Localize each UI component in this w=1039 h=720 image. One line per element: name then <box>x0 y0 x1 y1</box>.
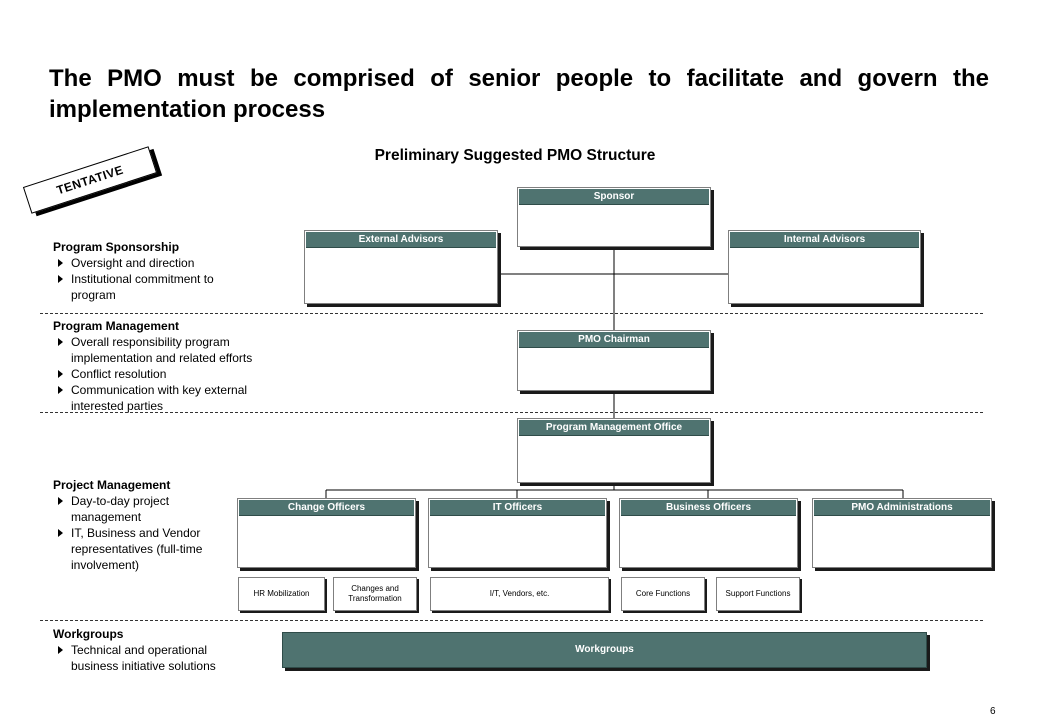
support-functions-box: Support Functions <box>716 577 800 611</box>
it-officers-box: IT Officers <box>428 498 607 568</box>
section-program-sponsorship: Program Sponsorship Oversight and direct… <box>53 239 228 303</box>
section-divider <box>40 313 983 314</box>
hr-mobilization-box: HR Mobilization <box>238 577 325 611</box>
box-label: PMO Chairman <box>519 332 709 348</box>
program-management-office-box: Program Management Office <box>517 418 711 483</box>
it-vendors-box: I/T, Vendors, etc. <box>430 577 609 611</box>
section-bullet: Oversight and direction <box>53 255 228 271</box>
box-label: IT Officers <box>430 500 605 516</box>
box-label: Program Management Office <box>519 420 709 436</box>
section-workgroups: Workgroups Technical and operational bus… <box>53 626 248 674</box>
section-divider <box>40 412 983 413</box>
section-bullet: Overall responsibility program implement… <box>53 334 283 366</box>
change-officers-box: Change Officers <box>237 498 416 568</box>
section-heading: Program Sponsorship <box>53 240 180 254</box>
box-label: Change Officers <box>239 500 414 516</box>
section-bullet: Institutional commitment to program <box>53 271 228 303</box>
section-bullet: Technical and operational business initi… <box>53 642 248 674</box>
section-divider <box>40 620 983 621</box>
chart-title: Preliminary Suggested PMO Structure <box>374 147 656 164</box>
section-bullet: IT, Business and Vendor representatives … <box>53 525 233 573</box>
box-label: PMO Administrations <box>814 500 990 516</box>
core-functions-box: Core Functions <box>621 577 705 611</box>
box-label: External Advisors <box>306 232 496 248</box>
section-project-management: Project Management Day-to-day project ma… <box>53 477 233 573</box>
box-label: Sponsor <box>519 189 709 205</box>
box-label: Internal Advisors <box>730 232 919 248</box>
section-program-management: Program Management Overall responsibilit… <box>53 318 283 414</box>
section-bullet: Conflict resolution <box>53 366 283 382</box>
workgroups-bar: Workgroups <box>282 632 927 668</box>
pmo-chairman-box: PMO Chairman <box>517 330 711 391</box>
section-heading: Project Management <box>53 478 171 492</box>
page-title: The PMO must be comprised of senior peop… <box>49 65 989 123</box>
section-heading: Program Management <box>53 319 180 333</box>
section-bullet: Day-to-day project management <box>53 493 233 525</box>
box-label: Business Officers <box>621 500 796 516</box>
external-advisors-box: External Advisors <box>304 230 498 304</box>
changes-transformation-box: Changes and Transformation <box>333 577 417 611</box>
sponsor-box: Sponsor <box>517 187 711 247</box>
section-heading: Workgroups <box>53 627 124 641</box>
business-officers-box: Business Officers <box>619 498 798 568</box>
section-bullet: Communication with key external interest… <box>53 382 283 414</box>
pmo-administrations-box: PMO Administrations <box>812 498 992 568</box>
internal-advisors-box: Internal Advisors <box>728 230 921 304</box>
page-number: 6 <box>990 706 996 717</box>
